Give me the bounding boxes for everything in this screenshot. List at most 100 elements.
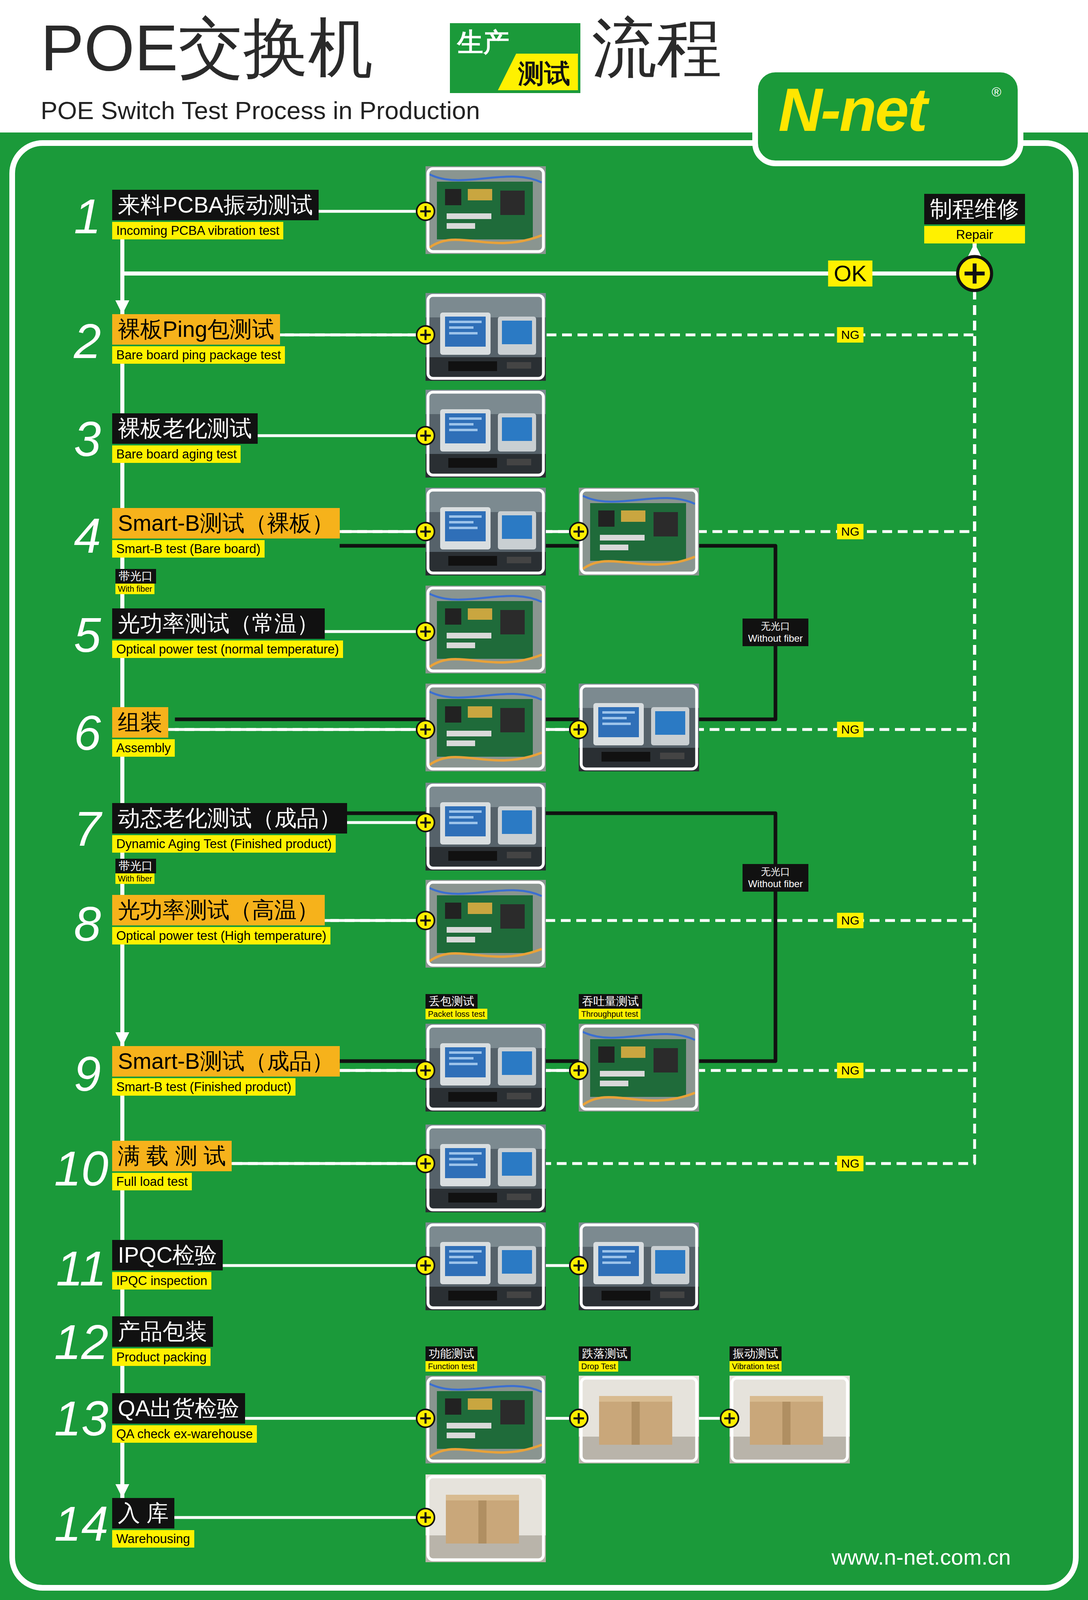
connector [120,462,125,509]
title-text: 流程 [591,15,722,81]
repair-plus [957,256,992,291]
step-box: 动态老化测试（成品）Dynamic Aging Test (Finished p… [112,803,348,853]
photo-caption: 振动测试 [729,1346,782,1362]
photo [425,879,546,968]
repair-box: 制程维修Repair [924,193,1026,244]
plus-symbol [720,1409,739,1428]
callout-number: 3 [73,414,102,464]
edge-label: NG [837,327,864,343]
photo-caption: Packet loss test [425,1008,488,1020]
step-subtitle: Assembly [112,739,175,757]
photo [425,1124,546,1213]
callout-number: 14 [54,1499,109,1549]
plus-symbol [416,1409,435,1428]
trademark: ® [991,85,1002,99]
step-subtitle: Repair [924,225,1026,244]
photo [578,1023,700,1112]
photo [425,166,546,255]
badge-text: 测试 [518,58,571,89]
step-subtitle: Full load test [112,1172,192,1191]
photo [425,683,546,772]
step-subtitle: Product packing [112,1348,211,1366]
step-title: IPQC检验 [112,1240,223,1271]
plus-symbol [416,1061,435,1080]
step-title: 动态老化测试（成品） [112,803,348,834]
edge-label: OK [828,260,873,287]
plus-symbol [416,202,435,221]
step-subtitle: Dynamic Aging Test (Finished product) [112,835,336,853]
step-box: 组装Assembly [112,707,175,757]
logo-text: N-net [778,79,926,141]
edge-label: NG [837,1155,864,1172]
plus-symbol [569,1256,588,1275]
connector [120,1365,125,1394]
photo [425,1474,546,1563]
photo [425,1375,546,1464]
step-title: 制程维修 [924,193,1026,225]
photo-caption: Drop Test [578,1361,619,1372]
tag-cn: 带光口 [115,858,157,874]
edge-label: NG [837,1062,864,1079]
connector [120,1190,125,1241]
step-box: IPQC检验IPQC inspection [112,1240,223,1290]
logo-box [755,69,1021,164]
connector [122,243,975,315]
edge-label: 无光口 Without fiber [742,618,809,647]
tag-cn: 带光口 [115,568,157,584]
callout-number: 6 [73,708,102,758]
photo [425,293,546,381]
photo [729,1375,850,1464]
photo [425,585,546,674]
callout-number: 11 [56,1244,107,1293]
edge-label: NG [837,912,864,929]
step-subtitle: QA check ex-warehouse [112,1425,257,1443]
plus-symbol [957,256,992,291]
callout-number: 8 [73,899,102,949]
photo-caption: 功能测试 [425,1346,478,1362]
photo-caption: 丢包测试 [425,994,478,1009]
badge-text: 生产 [457,27,510,57]
callout-number: 12 [54,1317,109,1367]
connector [284,243,975,335]
step-title: 光功率测试（常温） [112,608,325,639]
step-box: 产品包装Product packing [112,1316,213,1366]
step-box: Smart-B测试（裸板）Smart-B test (Bare board) [112,508,340,558]
edge-label: NG [837,523,864,540]
connector [120,1442,125,1499]
step-box: 裸板老化测试Bare board aging test [112,413,258,463]
plus-symbol [416,813,435,832]
wires [122,211,730,1518]
photo [578,1222,700,1311]
plus-symbol [416,622,435,641]
step-box: 入 库Warehousing [112,1498,195,1548]
connector [120,658,125,708]
step-title: QA出货检验 [112,1393,246,1424]
plus-symbol [416,1154,435,1173]
callout-number: 10 [54,1144,109,1193]
photo-caption: 跌落测试 [578,1346,631,1362]
plus-symbol [569,720,588,739]
photo-caption: Function test [425,1361,478,1372]
edge-label: 无光口 Without fiber [742,864,809,892]
plus-symbol [416,426,435,445]
step-subtitle: IPQC inspection [112,1272,212,1290]
step-title: 裸板Ping包测试 [112,314,281,345]
step-subtitle: Incoming PCBA vibration test [112,221,284,240]
step-subtitle: Smart-B test (Finished product) [112,1078,296,1096]
step-subtitle: Warehousing [112,1530,195,1548]
photo-caption: Vibration test [729,1361,782,1372]
plus-symbol [569,1409,588,1428]
photo [425,782,546,871]
photo [425,1023,546,1112]
connector [120,756,125,804]
plus-symbol [569,1061,588,1080]
step-subtitle: Bare board ping package test [112,346,285,364]
step-title: 裸板老化测试 [112,413,258,444]
plus-symbol [416,1508,435,1527]
plus-symbol [416,720,435,739]
step-box: 来料PCBA振动测试Incoming PCBA vibration test [112,189,319,240]
connector [330,243,975,921]
plus-symbol [416,325,435,344]
connector [120,1095,125,1141]
